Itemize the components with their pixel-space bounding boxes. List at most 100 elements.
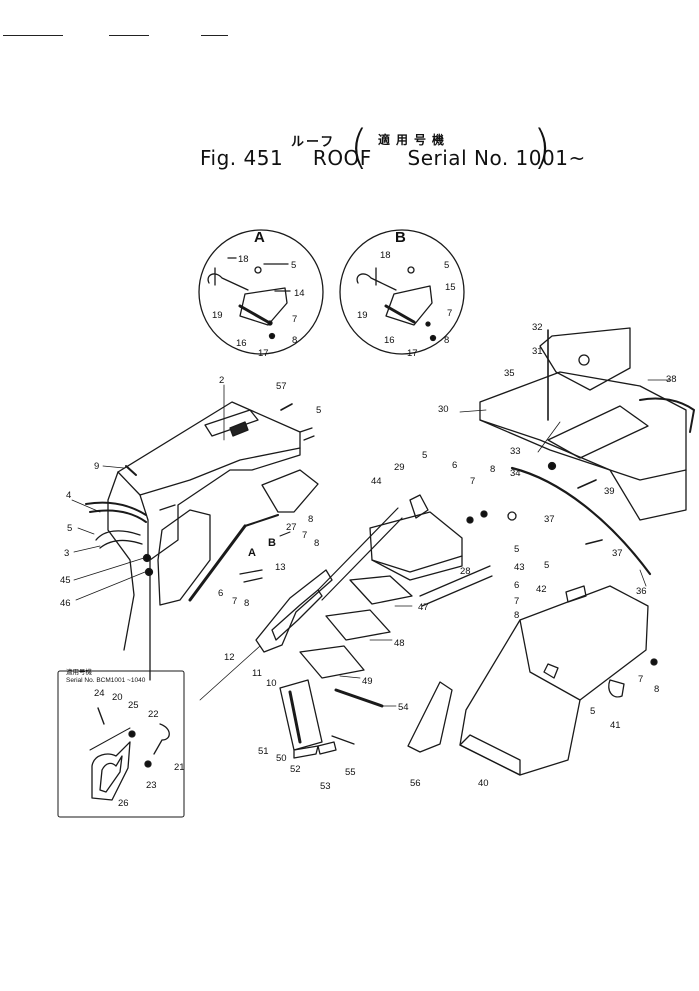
inset-serial: Serial No. BCM1001 ~1040 <box>66 677 146 684</box>
cover-30-opening <box>547 405 649 459</box>
detail-a-label-5: 5 <box>291 260 296 271</box>
callout-4: 4 <box>66 490 71 501</box>
roof-hinge-57 <box>280 403 293 411</box>
callout-a-marker: A <box>248 547 256 559</box>
inset-label-26: 26 <box>118 798 129 809</box>
callout-29: 29 <box>394 462 405 473</box>
callout-13: 13 <box>275 562 286 573</box>
roof-hatch-handle <box>229 421 249 437</box>
inset-washer-25 <box>128 730 136 738</box>
detail-b-bolt <box>407 266 415 274</box>
roof-rail-short <box>244 514 279 527</box>
inset-window-26 <box>91 741 131 801</box>
leader-45 <box>73 557 145 581</box>
leader-33 <box>537 421 561 453</box>
callout-31: 31 <box>532 346 543 357</box>
callout-5-fender: 5 <box>590 706 595 717</box>
roof-side-window <box>157 509 211 606</box>
callout-7-mid2: 7 <box>470 476 475 487</box>
detail-a-washer <box>267 320 273 326</box>
callout-41: 41 <box>610 720 621 731</box>
callout-36: 36 <box>636 586 647 597</box>
cover-51 <box>279 679 323 751</box>
callout-12: 12 <box>224 652 235 663</box>
roof-top-panel <box>117 401 301 681</box>
detail-b-washer <box>425 321 431 327</box>
detail-b-block <box>385 285 433 326</box>
detail-b-label-15: 15 <box>445 282 456 293</box>
figure-title: Fig. 451 ROOF Serial No. 1001~ <box>200 146 586 170</box>
callout-7-fender: 7 <box>638 674 643 685</box>
leader-5a <box>77 527 95 535</box>
roof-left-pillar-inner <box>139 494 176 561</box>
callout-10: 10 <box>266 678 277 689</box>
inset-window-26-inner <box>99 755 123 793</box>
detail-b-label-5: 5 <box>444 260 449 271</box>
roof-hatch <box>204 409 259 437</box>
bolt-39 <box>577 479 597 489</box>
callout-37-bottom: 37 <box>612 548 623 559</box>
inset-label-23: 23 <box>146 780 157 791</box>
middle-parts <box>279 494 493 759</box>
roof-vent-cap <box>578 354 590 366</box>
left-paren: ( <box>350 120 368 174</box>
callout-47: 47 <box>418 602 429 613</box>
callout-48: 48 <box>394 638 405 649</box>
callout-50: 50 <box>276 753 287 764</box>
inset-border <box>57 670 185 818</box>
inset-label-25: 25 <box>128 700 139 711</box>
fender-40-fold <box>519 619 581 701</box>
detail-a-spring <box>238 304 270 324</box>
title-japanese: ルーフ <box>291 135 336 150</box>
leader-9 <box>102 465 125 469</box>
roof-left-pillar <box>107 471 135 651</box>
detail-b-label-8: 8 <box>444 335 449 346</box>
callout-28: 28 <box>460 566 471 577</box>
inset-nut-23 <box>144 760 152 768</box>
detail-b-letter: B <box>395 229 406 246</box>
leader-46 <box>75 571 146 601</box>
serial-japanese: 適用号機 <box>378 133 451 147</box>
detail-a-label-8: 8 <box>292 335 297 346</box>
roof-latch-13 <box>279 531 291 537</box>
plate-48 <box>325 609 391 641</box>
leader-3 <box>73 545 101 553</box>
detail-a-label-18: 18 <box>238 254 249 265</box>
detail-b-nut <box>429 334 437 342</box>
roof-front-edge <box>117 447 301 496</box>
callout-37-top: 37 <box>544 514 555 525</box>
callout-11: 11 <box>252 668 262 679</box>
callout-51: 51 <box>258 746 269 757</box>
callout-30: 30 <box>438 404 449 415</box>
roof-bolt-9 <box>125 465 137 476</box>
callout-32: 32 <box>532 322 543 333</box>
bolt-37 <box>585 539 603 545</box>
leader-inset <box>199 645 261 701</box>
detail-b-spring <box>384 304 416 324</box>
callout-46: 46 <box>60 598 71 609</box>
clip-53 <box>317 741 337 755</box>
nut-fender <box>650 658 658 666</box>
cover-30-edge <box>479 419 687 481</box>
callout-55: 55 <box>345 767 356 778</box>
gutter-38 <box>639 397 695 433</box>
detail-b-bracket <box>356 267 397 291</box>
callout-8-mid2: 8 <box>308 514 313 525</box>
callout-6-left: 6 <box>218 588 223 599</box>
callout-5-left: 5 <box>67 523 72 534</box>
callout-7-left: 7 <box>232 596 237 607</box>
figure-name: ROOF <box>312 146 372 170</box>
rail-43 <box>419 565 493 607</box>
roof-plug-46 <box>144 567 154 577</box>
grommet-37 <box>507 511 517 521</box>
callout-7-mid: 7 <box>302 530 307 541</box>
leader-30 <box>459 409 487 413</box>
inset-label-24: 24 <box>94 688 105 699</box>
inset-label-21: 21 <box>174 762 185 773</box>
roof-bracket-27 <box>261 469 319 513</box>
header-rule-2 <box>109 35 149 36</box>
callout-8-left: 8 <box>244 598 249 609</box>
detail-b-label-17: 17 <box>407 348 418 359</box>
callout-38: 38 <box>666 374 677 385</box>
roof-door-glass <box>271 589 323 641</box>
